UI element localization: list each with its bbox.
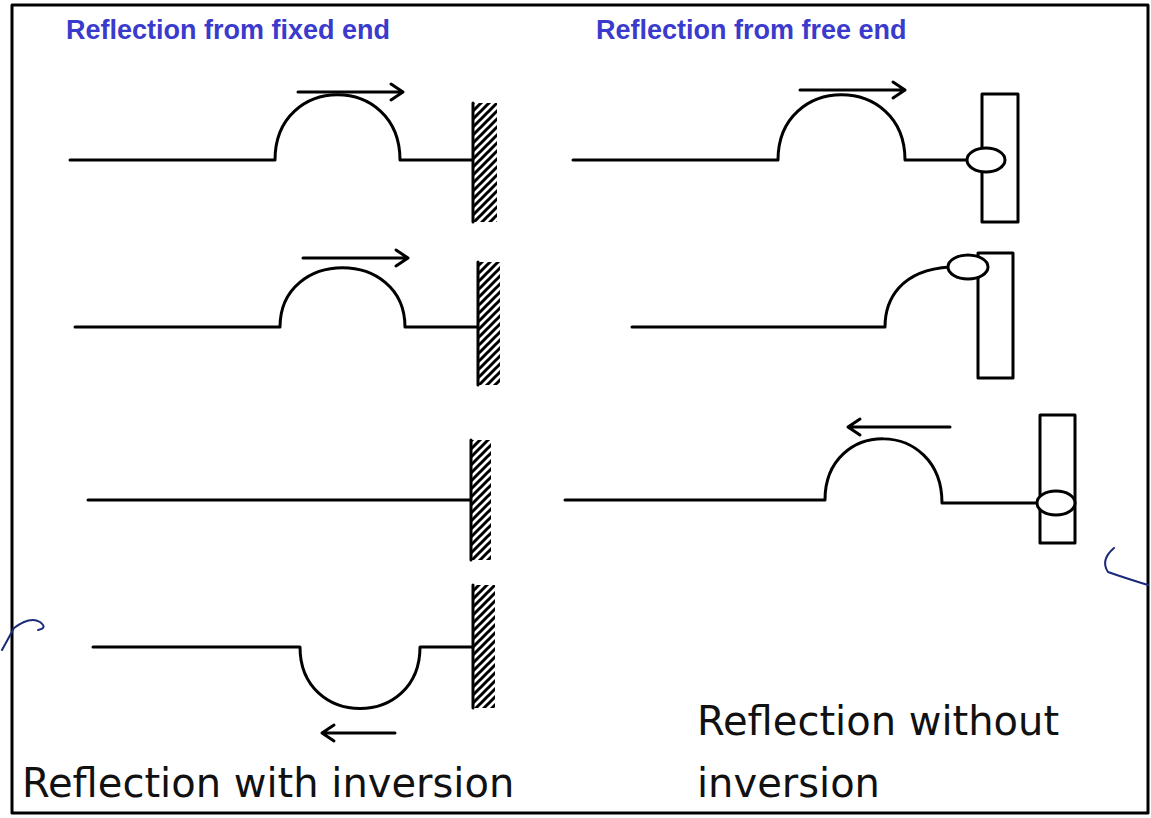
fixed-row-2 (75, 250, 500, 385)
fixed-row-1 (70, 84, 497, 222)
column-heading: Reflection from free end (596, 14, 1036, 46)
free-row-2 (632, 253, 1013, 378)
fixed-row-4 (93, 585, 495, 741)
column-heading: Reflection from fixed end (66, 14, 506, 46)
pen-mark (2, 620, 44, 650)
caption-text: Reflection with inversion (22, 752, 662, 814)
pen-mark (1105, 548, 1148, 585)
free-row-3 (565, 415, 1075, 543)
frame (12, 5, 1148, 813)
free-row-1 (573, 82, 1018, 222)
caption-text: Reflection without inversion (697, 690, 1142, 814)
fixed-row-3 (88, 440, 491, 560)
